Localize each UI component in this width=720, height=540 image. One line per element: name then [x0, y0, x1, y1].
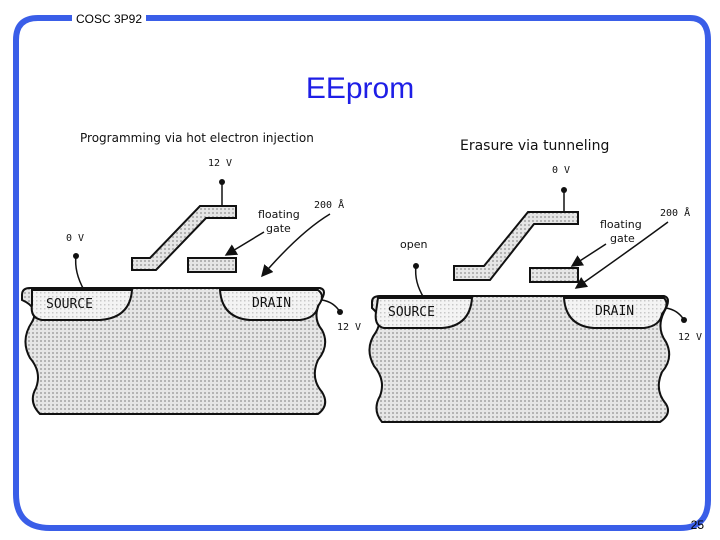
left-control-gate — [131, 205, 237, 271]
right-caption: Erasure via tunneling — [460, 138, 609, 154]
right-control-gate — [453, 211, 579, 281]
course-code: COSC 3P92 — [72, 12, 147, 26]
left-source-label: SOURCE — [46, 297, 93, 312]
page-number: 25 — [690, 518, 704, 532]
right-floating-gate-label: floating — [600, 218, 642, 231]
right-floating-gate-arrow — [570, 243, 607, 267]
right-source-region — [374, 297, 474, 329]
left-thickness-label: 200 Å — [314, 198, 344, 211]
left-thickness-arrow — [261, 213, 331, 278]
right-source-voltage: open — [400, 238, 427, 251]
right-thickness-arrow — [574, 221, 669, 289]
left-floating-gate-arrow — [224, 231, 265, 256]
left-source-region — [30, 289, 134, 321]
left-floating-gate — [187, 257, 237, 273]
right-drain-region — [562, 297, 668, 329]
right-floating-gate — [529, 267, 579, 283]
right-gate-voltage: 0 V — [552, 165, 570, 176]
left-floating-gate-label-2: gate — [266, 222, 291, 235]
left-caption: Programming via hot electron injection — [80, 131, 314, 145]
left-drain-label: DRAIN — [252, 296, 291, 311]
left-drain-region — [218, 289, 323, 321]
right-source-label: SOURCE — [388, 305, 435, 320]
slide-border — [13, 15, 711, 531]
right-drain-terminal — [681, 317, 687, 323]
right-drain-voltage: 12 V — [678, 332, 702, 343]
right-drain-label: DRAIN — [595, 304, 634, 319]
left-gate-voltage: 12 V — [208, 158, 232, 169]
left-source-voltage: 0 V — [66, 233, 84, 244]
left-floating-gate-label: floating — [258, 208, 300, 221]
right-diagram: Erasure via tunneling 0 V open 12 V 200 … — [368, 138, 702, 423]
slide-title: EEprom — [305, 72, 415, 105]
right-floating-gate-label-2: gate — [610, 232, 635, 245]
left-drain-terminal — [337, 309, 343, 315]
left-diagram: Programming via hot electron injection 1… — [21, 131, 361, 415]
right-gate-terminal — [561, 187, 567, 193]
left-drain-voltage: 12 V — [337, 322, 361, 333]
right-thickness-label: 200 Å — [660, 206, 690, 219]
left-gate-terminal — [219, 179, 225, 185]
